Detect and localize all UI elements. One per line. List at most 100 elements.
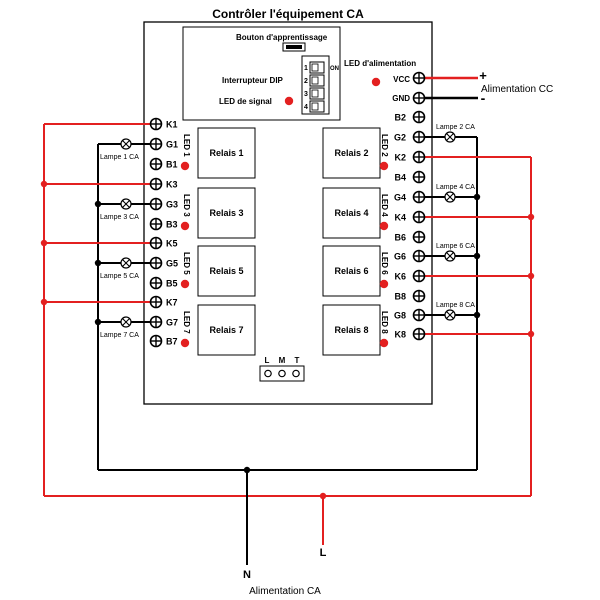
terminal-label-g8: G8 [394, 311, 406, 321]
terminal-k5[interactable] [149, 236, 163, 250]
terminal-b2[interactable] [412, 110, 426, 124]
terminal-label-g1: G1 [166, 140, 178, 150]
led-5 [180, 279, 190, 289]
terminal-b7[interactable] [149, 334, 163, 348]
signal-led [284, 96, 294, 106]
power-led-label: LED d'alimentation [344, 59, 416, 68]
terminal-g6[interactable] [412, 249, 426, 263]
terminal-label-b7: B7 [166, 337, 178, 347]
led-1 [180, 161, 190, 171]
left-neutral-junction-1 [94, 200, 102, 208]
dip-on-label: ON [330, 66, 339, 72]
phase-junction [319, 492, 327, 500]
led-label-7: LED 7 [182, 311, 191, 334]
dip-number-1: 1 [304, 65, 308, 72]
lamp-icon-5 [120, 257, 132, 269]
left-neutral-junction-3 [94, 318, 102, 326]
terminal-label-k3: K3 [166, 180, 178, 190]
neutral-junction [243, 466, 251, 474]
terminal-label-b1: B1 [166, 160, 178, 170]
relay-label-2: Relais 2 [334, 148, 368, 158]
terminal-vcc[interactable] [412, 71, 426, 85]
terminal-b3[interactable] [149, 217, 163, 231]
terminal-k4[interactable] [412, 210, 426, 224]
terminal-label-g6: G6 [394, 252, 406, 262]
connector-pin-m [278, 369, 286, 378]
terminal-label-k2: K2 [394, 153, 406, 163]
terminal-label-k1: K1 [166, 120, 178, 130]
terminal-g4[interactable] [412, 190, 426, 204]
phase-label: L [320, 547, 327, 559]
lamp-label-8: Lampe 8 CA [436, 302, 475, 309]
terminal-g8[interactable] [412, 308, 426, 322]
left-phase-junction-1 [40, 180, 48, 188]
led-label-5: LED 5 [182, 252, 191, 275]
led-label-4: LED 4 [380, 194, 389, 217]
terminal-g5[interactable] [149, 256, 163, 270]
right-neutral-junction-3 [473, 311, 481, 319]
lamp-icon-3 [120, 198, 132, 210]
terminal-k2[interactable] [412, 150, 426, 164]
lamp-icon-8 [444, 309, 456, 321]
relay-1 [197, 127, 256, 179]
terminal-b1[interactable] [149, 157, 163, 171]
learn-button-label: Bouton d'apprentissage [236, 33, 328, 42]
terminal-label-g3: G3 [166, 200, 178, 210]
terminal-label-k8: K8 [394, 330, 406, 340]
lamp-icon-2 [444, 131, 456, 143]
lamp-icon-4 [444, 191, 456, 203]
terminal-g1[interactable] [149, 137, 163, 151]
left-neutral-junction-2 [94, 259, 102, 267]
led-7 [180, 338, 190, 348]
relay-5 [197, 245, 256, 297]
terminal-g3[interactable] [149, 197, 163, 211]
relay-4 [322, 187, 381, 239]
led-label-8: LED 8 [380, 311, 389, 334]
minus-sign: - [481, 90, 486, 106]
power-led [371, 77, 381, 87]
terminal-label-b8: B8 [394, 292, 406, 302]
neutral-label: N [243, 569, 251, 581]
led-6 [379, 279, 389, 289]
right-phase-junction-2 [527, 272, 535, 280]
terminal-b6[interactable] [412, 230, 426, 244]
dip-number-2: 2 [304, 78, 308, 85]
left-phase-junction-3 [40, 298, 48, 306]
relay-label-4: Relais 4 [334, 208, 368, 218]
terminal-label-b3: B3 [166, 220, 178, 230]
plus-sign: + [479, 68, 487, 83]
led-2 [379, 161, 389, 171]
terminal-label-b6: B6 [394, 233, 406, 243]
terminal-k3[interactable] [149, 177, 163, 191]
terminal-k7[interactable] [149, 295, 163, 309]
terminal-b8[interactable] [412, 289, 426, 303]
terminal-k6[interactable] [412, 269, 426, 283]
led-label-2: LED 2 [380, 134, 389, 157]
led-label-6: LED 6 [380, 252, 389, 275]
terminal-g2[interactable] [412, 130, 426, 144]
terminal-label-k6: K6 [394, 272, 406, 282]
terminal-label-g4: G4 [394, 193, 406, 203]
terminal-k1[interactable] [149, 117, 163, 131]
gnd-label: GND [392, 94, 410, 103]
right-phase-junction-3 [527, 330, 535, 338]
lamp-label-7: Lampe 7 CA [100, 332, 139, 339]
relay-label-1: Relais 1 [209, 148, 243, 158]
terminal-b5[interactable] [149, 276, 163, 290]
terminal-g7[interactable] [149, 315, 163, 329]
led-4 [379, 221, 389, 231]
connector-pin-l [264, 369, 272, 378]
relay-label-8: Relais 8 [334, 325, 368, 335]
connector-label-m: M [279, 356, 286, 365]
lamp-icon-1 [120, 138, 132, 150]
terminal-gnd[interactable] [412, 91, 426, 105]
lamp-label-3: Lampe 3 CA [100, 214, 139, 221]
right-neutral-junction-1 [473, 193, 481, 201]
terminal-b4[interactable] [412, 170, 426, 184]
terminal-label-k7: K7 [166, 298, 178, 308]
led-label-3: LED 3 [182, 194, 191, 217]
terminal-k8[interactable] [412, 327, 426, 341]
terminal-label-b5: B5 [166, 279, 178, 289]
